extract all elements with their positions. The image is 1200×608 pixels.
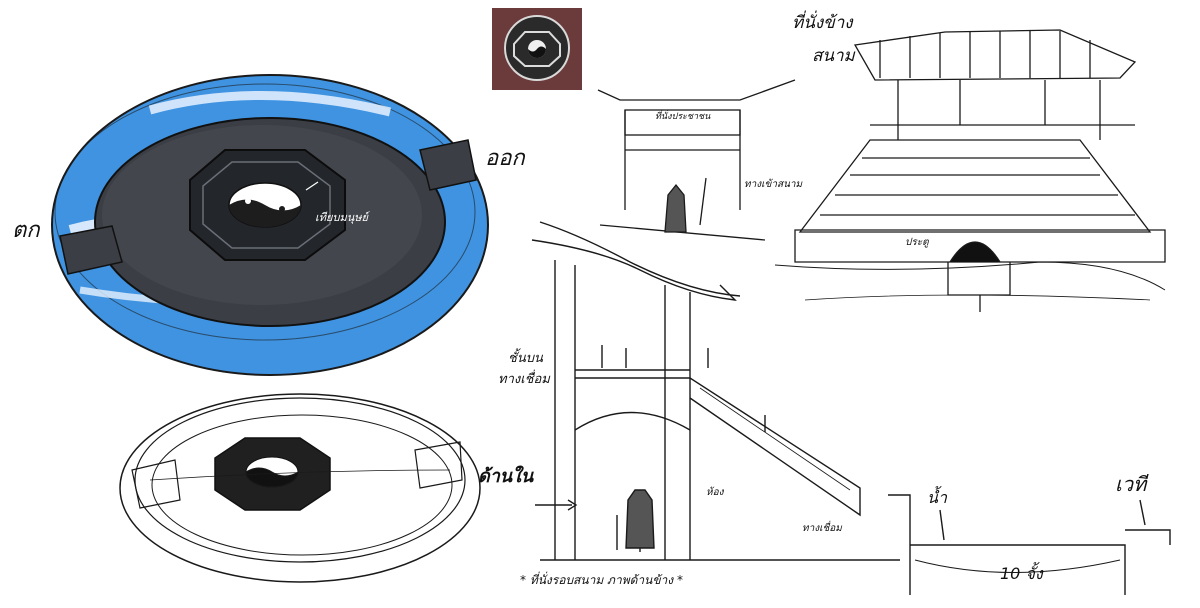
inner-side-label: ด้านใน	[478, 466, 534, 487]
gate-label: ประตู	[905, 237, 929, 248]
distance-label: 10 จั้ง	[1000, 564, 1043, 583]
top-section-label: ที่นั่งประชาชน	[655, 112, 711, 122]
room-label: ห้อง	[706, 487, 724, 498]
east-label: ออก	[485, 146, 525, 171]
grandstand-sketch	[774, 29, 1166, 312]
reference-photo	[492, 8, 582, 90]
arena-line-sketch	[119, 393, 481, 583]
balcony-level-label: ชั้นบน	[508, 351, 543, 366]
arena-label: เทียบมนุษย์	[315, 211, 368, 224]
water-stage-sketch	[888, 494, 1171, 595]
side-section-sketch	[531, 221, 900, 561]
balcony-note-label: ทางเชื่อม	[498, 372, 550, 387]
side-seats-title: ที่นั่งข้าง	[792, 13, 853, 33]
bottom-caption: * ที่นั่งรอบสนาม ภาพด้านข้าง *	[520, 573, 683, 587]
stage-label: เวที	[1115, 472, 1147, 496]
water-label: น้ำ	[927, 488, 947, 507]
arena-entrance-label: ทางเข้าสนาม	[744, 179, 803, 190]
west-label: ตก	[12, 218, 40, 243]
side-seats-sub: สนาม	[812, 46, 855, 66]
entrance-section-sketch	[597, 79, 796, 241]
connector-label: ทางเชื่อม	[802, 523, 842, 534]
arena-color-render	[51, 74, 489, 376]
